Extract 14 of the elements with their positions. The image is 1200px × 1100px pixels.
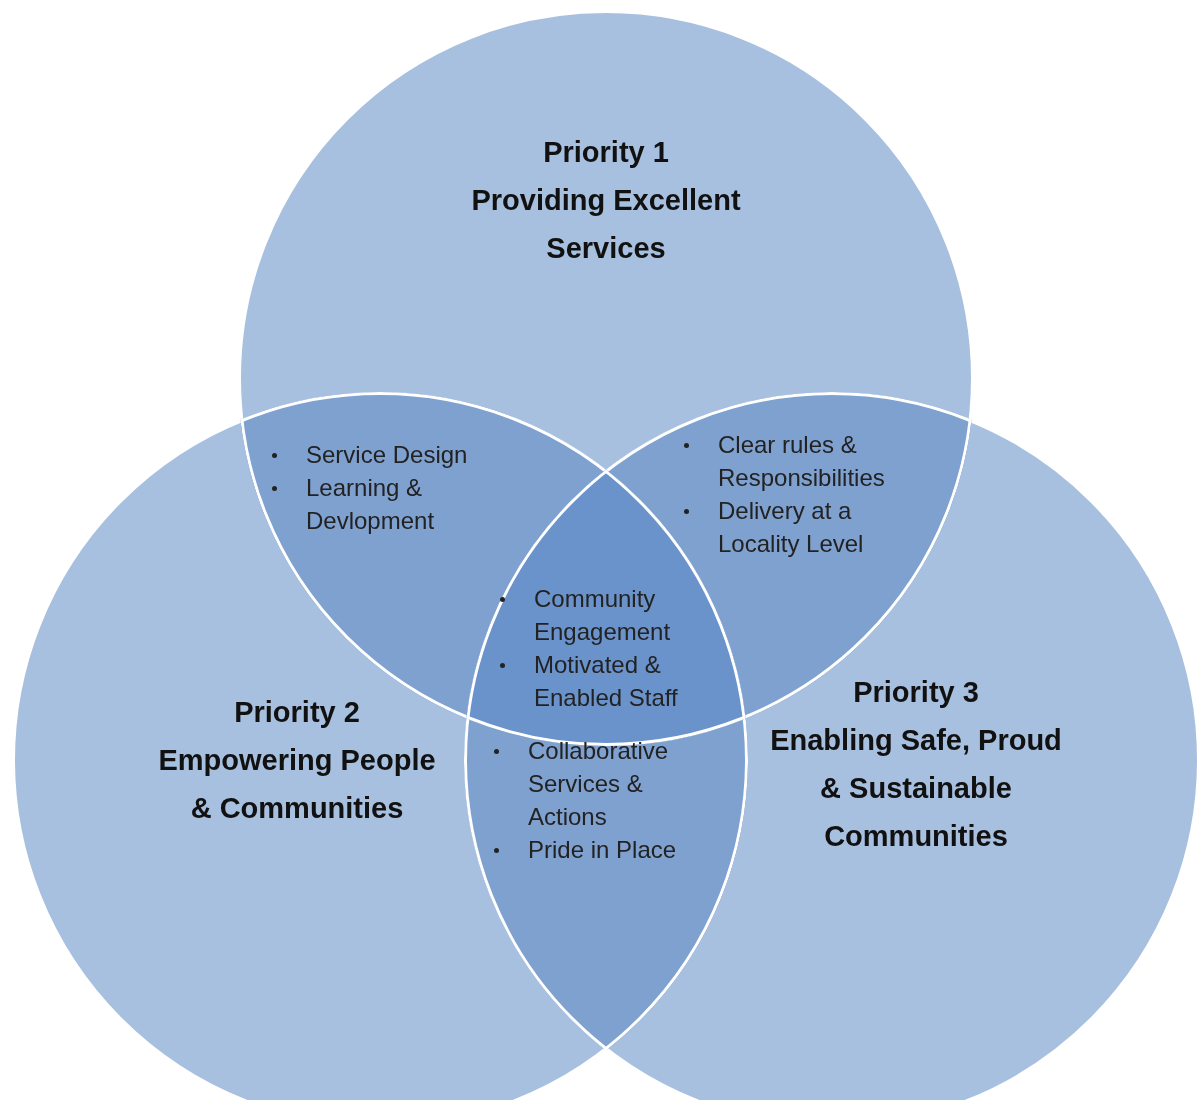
list-item: Motivated & Enabled Staff <box>494 648 734 714</box>
heading: Priority 1 <box>542 135 670 170</box>
list-item: Learning & Devlopment <box>266 471 516 537</box>
list-item: Service Design <box>266 438 516 471</box>
list-item: Pride in Place <box>488 833 710 866</box>
heading: Empowering People & Communities <box>157 743 437 826</box>
list-item: Delivery at a Locality Level <box>678 494 934 560</box>
heading: Priority 3 <box>852 675 980 710</box>
heading: Priority 2 <box>233 695 361 730</box>
heading: Providing Excellent Services <box>470 183 742 266</box>
list-item: Clear rules & Responsibilities <box>678 428 934 494</box>
list-item: Collaborative Services & Actions <box>488 734 710 833</box>
heading: Enabling Safe, Proud & Sustainable Communities <box>769 723 1063 854</box>
list-item: Community Engagement <box>494 582 734 648</box>
